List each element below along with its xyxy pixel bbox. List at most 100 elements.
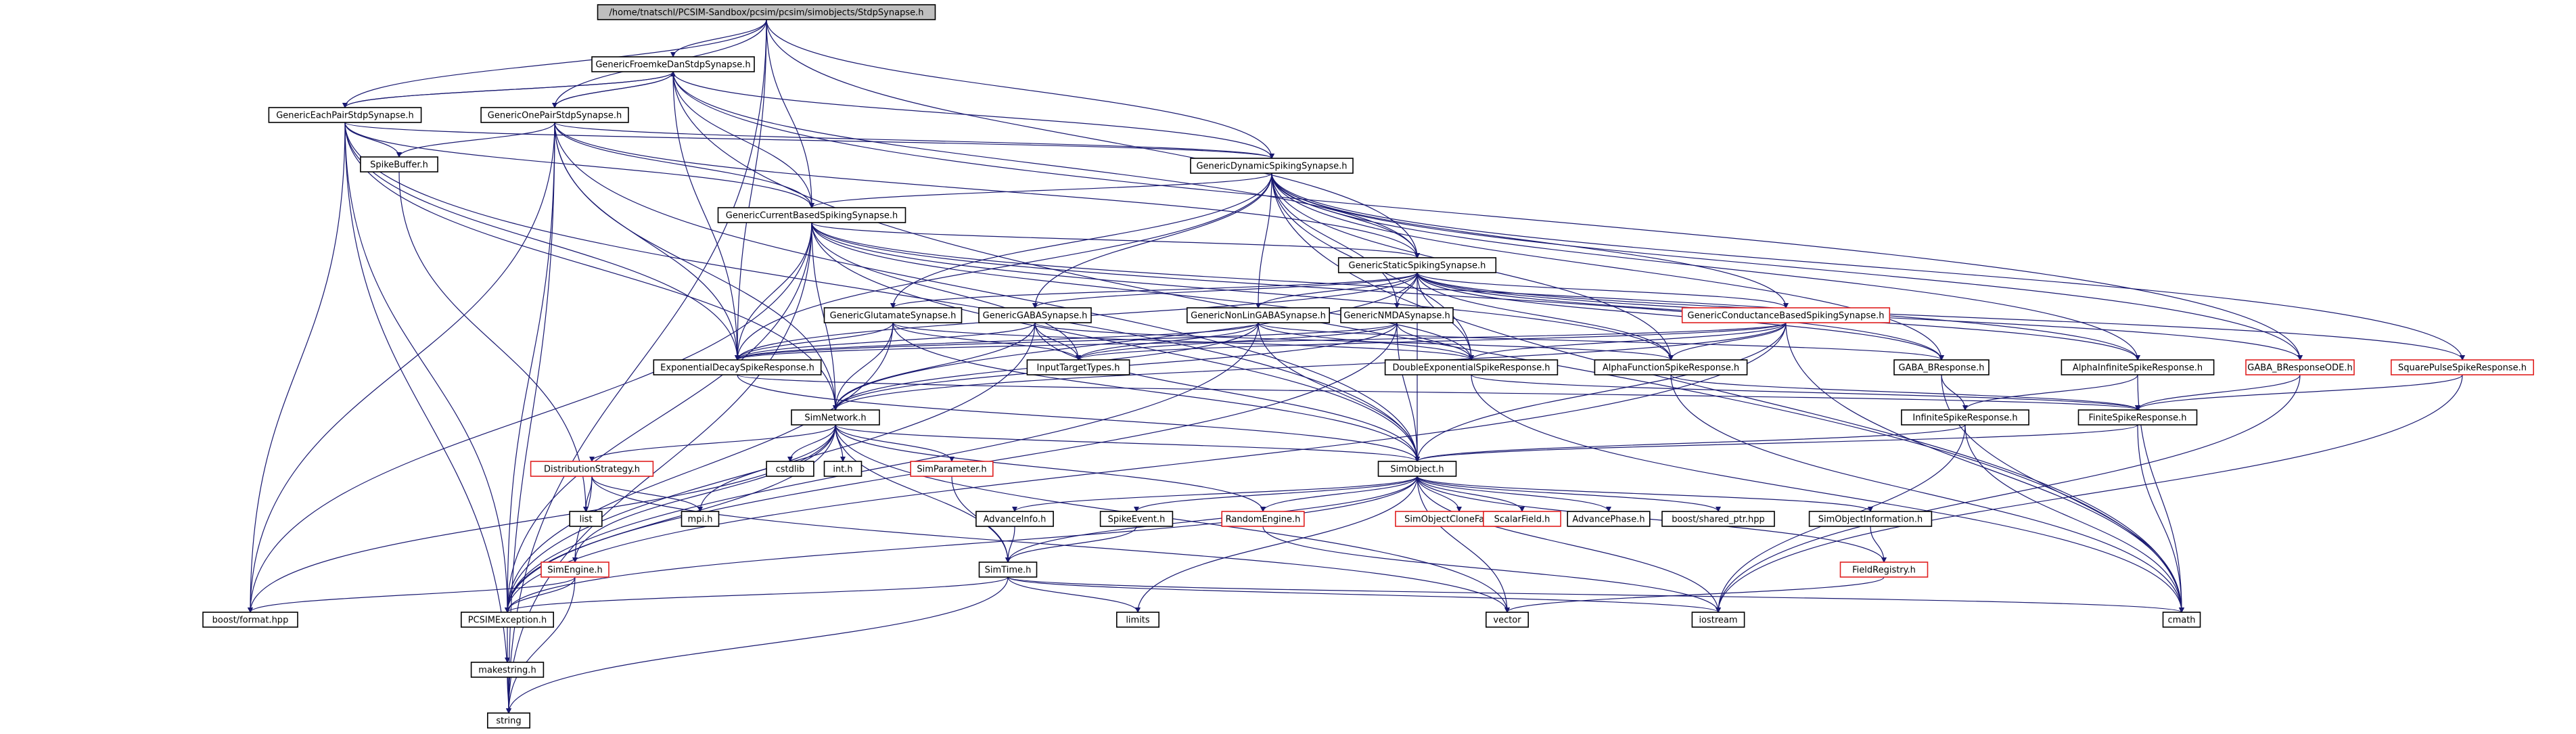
node-list[interactable]: list <box>569 511 603 527</box>
node-mpih[interactable]: mpi.h <box>681 511 720 527</box>
node-simengine[interactable]: SimEngine.h <box>540 561 610 578</box>
node-diststrat[interactable]: DistributionStrategy.h <box>530 461 654 477</box>
node-desr[interactable]: DoubleExponentialSpikeResponse.h <box>1384 359 1559 375</box>
node-simtime[interactable]: SimTime.h <box>978 561 1038 578</box>
edge-gepss-to-gcbss <box>344 122 814 208</box>
node-advinfo[interactable]: AdvanceInfo.h <box>975 511 1054 527</box>
edge-simobject-to-vector <box>1417 476 1510 613</box>
node-box <box>1340 307 1454 323</box>
node-label: AdvancePhase.h <box>1572 515 1644 525</box>
node-box <box>530 461 654 477</box>
edge-gsss-to-gcondbss <box>1417 272 1789 308</box>
node-gabab[interactable]: GABA_BResponse.h <box>1893 359 1990 375</box>
node-spsr[interactable]: SquarePulseSpikeResponse.h <box>2391 359 2535 375</box>
node-isr[interactable]: InfiniteSpikeResponse.h <box>1901 409 2029 426</box>
node-label: InfiniteSpikeResponse.h <box>1912 413 2017 423</box>
edge-simobject-to-socf <box>1417 476 1462 512</box>
edge-gnlgaba-to-desr <box>1258 322 1474 361</box>
node-label: DoubleExponentialSpikeResponse.h <box>1393 363 1550 373</box>
node-simparam[interactable]: SimParameter.h <box>910 461 994 477</box>
node-label: GABA_BResponseODE.h <box>2247 363 2352 373</box>
node-label: mpi.h <box>688 515 713 525</box>
edge-gsss-to-afsr <box>1417 272 1674 361</box>
node-ggabas[interactable]: GenericGABASynapse.h <box>978 307 1092 323</box>
edge-gabab-to-isr <box>1941 374 1968 411</box>
edge-gsss-to-gnlgaba <box>1256 272 1418 308</box>
node-sharedptr[interactable]: boost/shared_ptr.hpp <box>1661 511 1775 527</box>
node-spikebuffer[interactable]: SpikeBuffer.h <box>360 156 438 173</box>
node-aisr[interactable]: AlphaInfiniteSpikeResponse.h <box>2061 359 2215 375</box>
node-gnmdas[interactable]: GenericNMDASynapse.h <box>1340 307 1454 323</box>
node-pcsimexc[interactable]: PCSIMException.h <box>460 612 554 628</box>
edge-simobject-to-iostream <box>1417 476 1721 613</box>
node-soinfo[interactable]: SimObjectInformation.h <box>1808 511 1933 527</box>
node-gnlgaba[interactable]: GenericNonLinGABASynapse.h <box>1187 307 1331 323</box>
node-spikeevent[interactable]: SpikeEvent.h <box>1099 511 1174 527</box>
edge-simengine-to-pcsimexc <box>505 576 576 613</box>
node-fieldreg[interactable]: FieldRegistry.h <box>1839 561 1929 578</box>
edge-gepss-to-simobject <box>344 122 1420 462</box>
node-gdss[interactable]: GenericDynamicSpikingSynapse.h <box>1190 158 1354 174</box>
node-vector[interactable]: vector <box>1486 612 1530 628</box>
edge-gopss-to-bformat <box>248 122 555 613</box>
node-fsr[interactable]: FiniteSpikeResponse.h <box>2077 409 2198 426</box>
edge-gcbss-to-edsr <box>735 222 812 361</box>
edge-simobject-to-limits <box>1135 476 1418 613</box>
node-gcbss[interactable]: GenericCurrentBasedSpikingSynapse.h <box>717 207 906 223</box>
edge-gcondbss-to-edsr <box>735 322 1787 361</box>
node-cmath[interactable]: cmath <box>2162 612 2201 628</box>
node-root[interactable]: /home/tnatschl/PCSIM-Sandbox/pcsim/pcsim… <box>597 4 936 20</box>
node-randomengine[interactable]: RandomEngine.h <box>1221 511 1305 527</box>
edge-desr-to-cmath <box>1471 374 2184 613</box>
node-inth[interactable]: int.h <box>823 461 862 477</box>
edge-gsss-to-spsr <box>1417 272 2465 361</box>
edge-gsss-to-simnetwork <box>833 272 1418 411</box>
node-makestring[interactable]: makestring.h <box>470 662 545 678</box>
node-label: makestring.h <box>478 666 536 676</box>
node-box <box>2245 359 2355 375</box>
node-gsss[interactable]: GenericStaticSpikingSynapse.h <box>1337 257 1497 273</box>
node-afsr[interactable]: AlphaFunctionSpikeResponse.h <box>1594 359 1748 375</box>
node-gepss[interactable]: GenericEachPairStdpSynapse.h <box>268 107 422 123</box>
node-ggluts[interactable]: GenericGlutamateSynapse.h <box>823 307 963 323</box>
node-gcondbss[interactable]: GenericConductanceBasedSpikingSynapse.h <box>1681 307 1891 323</box>
edge-root-to-gfdss <box>670 19 767 58</box>
node-iostream[interactable]: iostream <box>1691 612 1745 628</box>
node-box <box>268 107 422 123</box>
node-gfdss[interactable]: GenericFroemkeDanStdpSynapse.h <box>591 56 755 72</box>
edge-simtime-to-pcsimexc <box>505 576 1009 613</box>
node-box <box>717 207 906 223</box>
edge-gdss-to-aisr <box>1271 173 2140 361</box>
edge-gsss-to-ggabas <box>1032 272 1418 308</box>
node-box <box>1116 612 1160 628</box>
edge-gnmdas-to-itt <box>1076 322 1398 361</box>
node-cstdlib[interactable]: cstdlib <box>766 461 814 477</box>
edge-soinfo-to-fieldreg <box>1870 526 1887 563</box>
edge-simobject-to-advinfo <box>1012 476 1418 512</box>
node-box <box>1221 511 1305 527</box>
node-simnetwork[interactable]: SimNetwork.h <box>791 409 880 426</box>
node-label: RandomEngine.h <box>1226 515 1301 525</box>
edge-ggabas-to-afsr <box>1034 322 1674 361</box>
node-box <box>978 561 1038 578</box>
node-edsr[interactable]: ExponentialDecaySpikeResponse.h <box>653 359 822 375</box>
node-label: boost/shared_ptr.hpp <box>1672 515 1765 525</box>
node-bformat[interactable]: boost/format.hpp <box>202 612 298 628</box>
node-scalarfield[interactable]: ScalarField.h <box>1483 511 1561 527</box>
edge-gcbss-to-gsss <box>811 222 1420 258</box>
node-gababode[interactable]: GABA_BResponseODE.h <box>2245 359 2355 375</box>
node-box <box>681 511 720 527</box>
node-gopss[interactable]: GenericOnePairStdpSynapse.h <box>480 107 629 123</box>
edge-gcbss-to-desr <box>811 222 1474 361</box>
node-itt[interactable]: InputTargetTypes.h <box>1026 359 1130 375</box>
edge-gcbss-to-simobject <box>811 222 1420 462</box>
node-simobject[interactable]: SimObject.h <box>1377 461 1457 477</box>
edge-gcbss-to-itt <box>811 222 1081 361</box>
node-box <box>910 461 994 477</box>
node-advphase[interactable]: AdvancePhase.h <box>1567 511 1651 527</box>
node-limits[interactable]: limits <box>1116 612 1160 628</box>
node-box <box>1483 511 1561 527</box>
edge-desr-to-fsr <box>1471 374 2140 411</box>
node-string[interactable]: string <box>486 712 530 729</box>
